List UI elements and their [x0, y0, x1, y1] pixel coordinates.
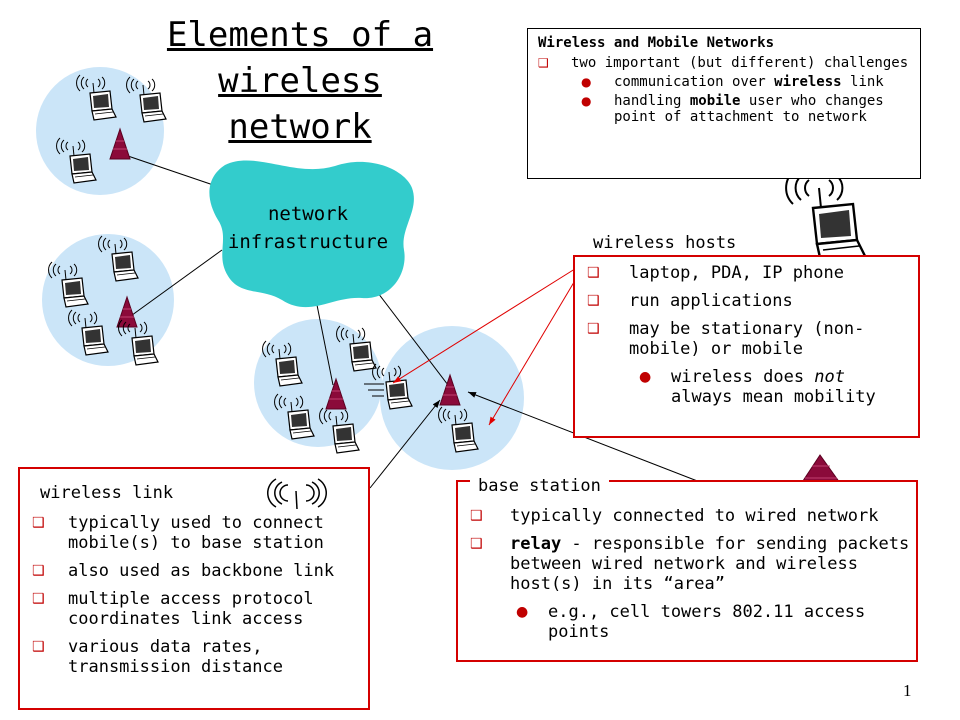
list-item: ● communication over wireless link: [581, 74, 884, 90]
base-station-box: base station ❑ typically connected to wi…: [456, 476, 918, 662]
wireless-link-heading: wireless link: [40, 483, 174, 503]
wireless-link-box: wireless link ❑ typically used to connec…: [18, 467, 370, 710]
wireless-hosts-list: ❑ laptop, PDA, IP phone ❑ run applicatio…: [587, 263, 907, 407]
cell-bottom-left: [254, 319, 382, 447]
base-station-heading: base station: [470, 476, 609, 496]
cell-middle: [42, 234, 174, 366]
list-item: ❑ run applications: [587, 291, 793, 311]
list-item: ❑ also used as backbone link: [32, 561, 335, 581]
network-infrastructure-cloud: [209, 160, 414, 308]
list-item: ❑ various data rates, transmission dista…: [32, 637, 283, 677]
list-item: ● handling mobile user who changes point…: [581, 93, 884, 125]
wireless-hosts-box: wireless hosts ❑ laptop, PDA, IP phone ❑…: [573, 233, 920, 438]
list-item: ● wireless does not always mean mobility: [639, 367, 876, 407]
wireless-hosts-heading: wireless hosts: [585, 233, 745, 253]
list-item: ❑ laptop, PDA, IP phone: [587, 263, 844, 283]
list-item: ❑ typically used to connect mobile(s) to…: [32, 513, 324, 553]
page-title: Elements of a wireless network: [166, 15, 434, 147]
cloud-label: network infrastructure: [227, 203, 389, 253]
list-item: ❑ typically connected to wired network: [470, 506, 879, 526]
summary-list: ❑ two important (but different) challeng…: [538, 55, 910, 125]
list-item: ❑ two important (but different) challeng…: [538, 55, 909, 71]
list-item: ❑ multiple access protocol coordinates l…: [32, 589, 314, 629]
base-station-list: ❑ typically connected to wired network ❑…: [470, 506, 910, 642]
list-item: ● e.g., cell towers 802.11 access points: [516, 602, 866, 642]
radio-waves-icon: [267, 478, 327, 510]
slide-number: 1: [903, 681, 912, 700]
laptop-icon: [784, 170, 867, 264]
wireless-link-list: ❑ typically used to connect mobile(s) to…: [32, 513, 362, 677]
list-item: ❑ may be stationary (non-mobile) or mobi…: [587, 319, 865, 359]
summary-heading: Wireless and Mobile Networks: [538, 35, 775, 51]
list-item: ❑ relay - responsible for sending packet…: [470, 534, 910, 594]
cell-top: [36, 67, 164, 195]
summary-box: Wireless and Mobile Networks ❑ two impor…: [527, 28, 921, 179]
